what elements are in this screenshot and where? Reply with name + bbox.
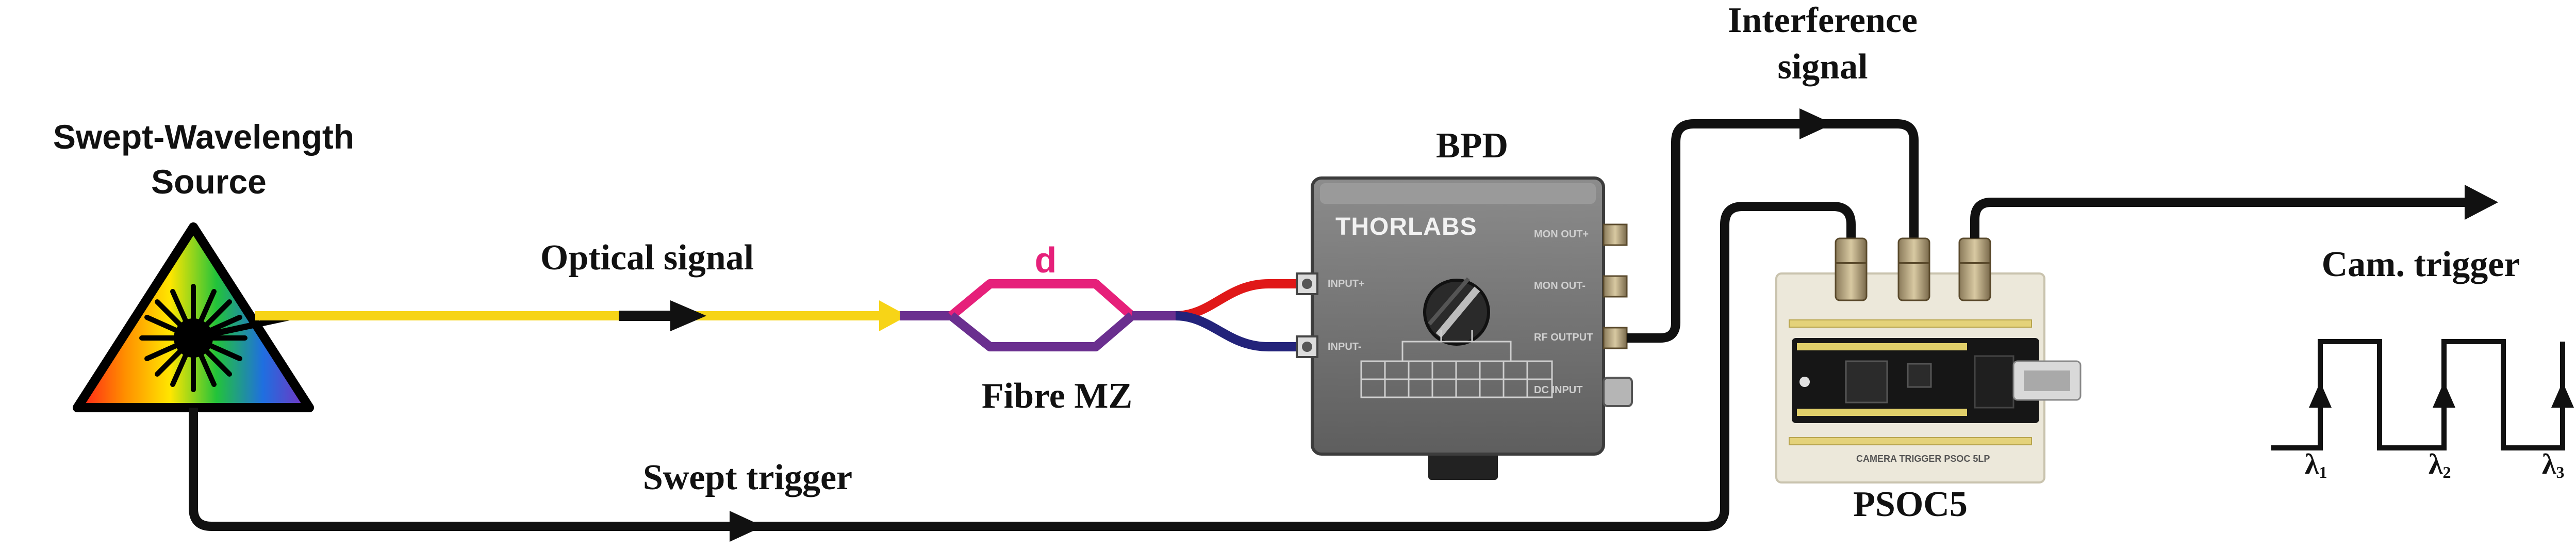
psoc-header-top (1789, 319, 2032, 328)
fibre-mz-label: Fibre MZ (982, 376, 1132, 416)
bpd-port-input-plus: INPUT+ (1328, 278, 1365, 289)
sma-connector-icon (1603, 223, 1633, 407)
psoc-board: CAMERA TRIGGER PSOC 5LP PSOC5 (1775, 237, 2082, 524)
psoc-sma-connector-icon (1835, 237, 1991, 301)
lambda-1-label: λ1 (2305, 448, 2327, 481)
cam-trigger-path: Cam. trigger λ1 λ2 λ3 (1970, 185, 2574, 481)
bpd-device: THORLABS INPUT+ INPUT- (1296, 126, 1633, 480)
swept-trigger-label: Swept trigger (643, 458, 852, 497)
interference-arrow-icon (1799, 108, 1833, 139)
rising-edge-arrow-icon (2309, 382, 2332, 408)
interference-wire (1627, 119, 1919, 343)
swept-trigger-arrow-icon (730, 511, 763, 542)
source-label-line1: Swept-Wavelength (53, 118, 354, 156)
bpd-top-face (1320, 183, 1596, 204)
bpd-out-mon-minus: MON OUT- (1534, 280, 1586, 292)
psoc-chip (1845, 360, 1888, 404)
fiber-to-bpd-upper (1175, 279, 1304, 320)
bpd-label: BPD (1436, 126, 1508, 166)
laser-symbol-icon (139, 284, 300, 392)
optical-signal-label: Optical signal (540, 238, 754, 278)
fiber-end-arrow-icon (879, 300, 907, 331)
bpd-brand: THORLABS (1335, 213, 1477, 240)
psoc-silkscreen: CAMERA TRIGGER PSOC 5LP (1856, 454, 1990, 464)
fiber-to-bpd-lower (1175, 311, 1304, 351)
psoc-label: PSOC5 (1853, 485, 1968, 524)
bpd-out-mon-plus: MON OUT+ (1534, 229, 1589, 240)
optical-signal-path: Optical signal (255, 238, 907, 331)
interference-signal-path: Interference signal (1627, 1, 1919, 343)
mz-delay-label: d (1035, 240, 1057, 280)
bpd-out-dc: DC INPUT (1534, 384, 1582, 396)
fibre-mz: d Fibre MZ (900, 240, 1304, 416)
gain-knob-icon (1423, 277, 1490, 346)
gain-table (1360, 330, 1553, 398)
trigger-pulse-train (2271, 339, 2565, 450)
rising-edge-arrow-icon (2433, 382, 2455, 408)
cam-trigger-arrow-icon (2465, 185, 2498, 220)
cam-trigger-label: Cam. trigger (2322, 245, 2520, 284)
bpd-input-plus-jack (1296, 272, 1318, 295)
mz-upper-arm (948, 279, 1135, 319)
lambda-3-label: λ3 (2542, 448, 2565, 481)
source-label-line2: Source (151, 163, 267, 201)
mz-lower-arm (948, 312, 1135, 351)
bpd-port-input-minus: INPUT- (1328, 341, 1362, 352)
psoc-header-bottom (1789, 437, 2032, 445)
swept-trigger-wire (189, 202, 1856, 531)
bpd-input-minus-jack (1296, 335, 1318, 358)
interference-label-line2: signal (1777, 47, 1868, 87)
swept-trigger-path: Swept trigger (189, 202, 1856, 542)
rising-edge-arrow-icon (2551, 382, 2574, 408)
cam-trigger-wire (1970, 198, 2470, 238)
interference-label-line1: Interference (1728, 1, 1918, 40)
lambda-2-label: λ2 (2429, 448, 2451, 481)
bpd-out-rf: RF OUTPUT (1534, 332, 1593, 343)
optical-signal-arrow-icon (670, 300, 706, 331)
bpd-connector-bottom (1428, 449, 1498, 480)
laser-source: Swept-Wavelength Source (53, 118, 354, 412)
